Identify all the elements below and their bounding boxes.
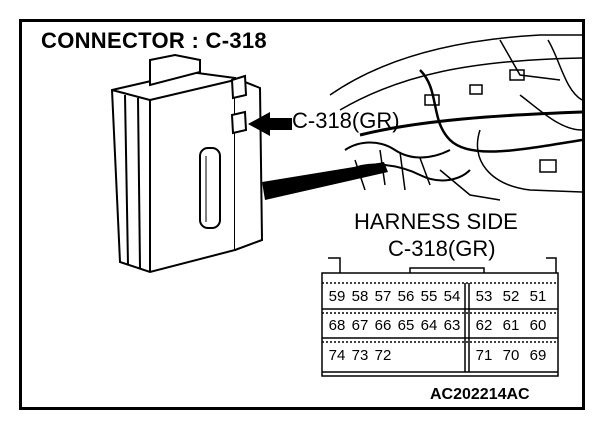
pin-54: 54	[443, 287, 461, 305]
pin-66: 66	[374, 316, 392, 334]
pin-52: 52	[502, 287, 520, 305]
pin-73: 73	[351, 346, 369, 364]
pin-56: 56	[397, 287, 415, 305]
leader-wedge	[262, 162, 388, 200]
pin-74: 74	[328, 346, 346, 364]
pin-58: 58	[351, 287, 369, 305]
pin-53: 53	[475, 287, 493, 305]
pin-55: 55	[420, 287, 438, 305]
pin-64: 64	[420, 316, 438, 334]
harness-side-connector-label: C-318(GR)	[388, 236, 496, 261]
diagram-frame	[19, 19, 585, 410]
pin-51: 51	[529, 287, 547, 305]
pin-63: 63	[443, 316, 461, 334]
pin-65: 65	[397, 316, 415, 334]
connector-outline	[321, 257, 559, 377]
control-unit	[110, 53, 264, 274]
pin-60: 60	[529, 316, 547, 334]
callout-arrow	[248, 112, 292, 136]
pin-72: 72	[374, 346, 392, 364]
pin-71: 71	[475, 346, 493, 364]
dashboard-sketch	[329, 34, 583, 201]
harness-side-label: HARNESS SIDE	[354, 209, 518, 234]
connector-callout-label: C-318(GR)	[292, 108, 400, 133]
pin-69: 69	[529, 346, 547, 364]
pin-57: 57	[374, 287, 392, 305]
pin-67: 67	[351, 316, 369, 334]
pin-68: 68	[328, 316, 346, 334]
connector-title: CONNECTOR : C-318	[41, 28, 267, 53]
pin-62: 62	[475, 316, 493, 334]
pin-61: 61	[502, 316, 520, 334]
pin-70: 70	[502, 346, 520, 364]
pin-59: 59	[328, 287, 346, 305]
figure-code: AC202214AC	[430, 386, 530, 403]
